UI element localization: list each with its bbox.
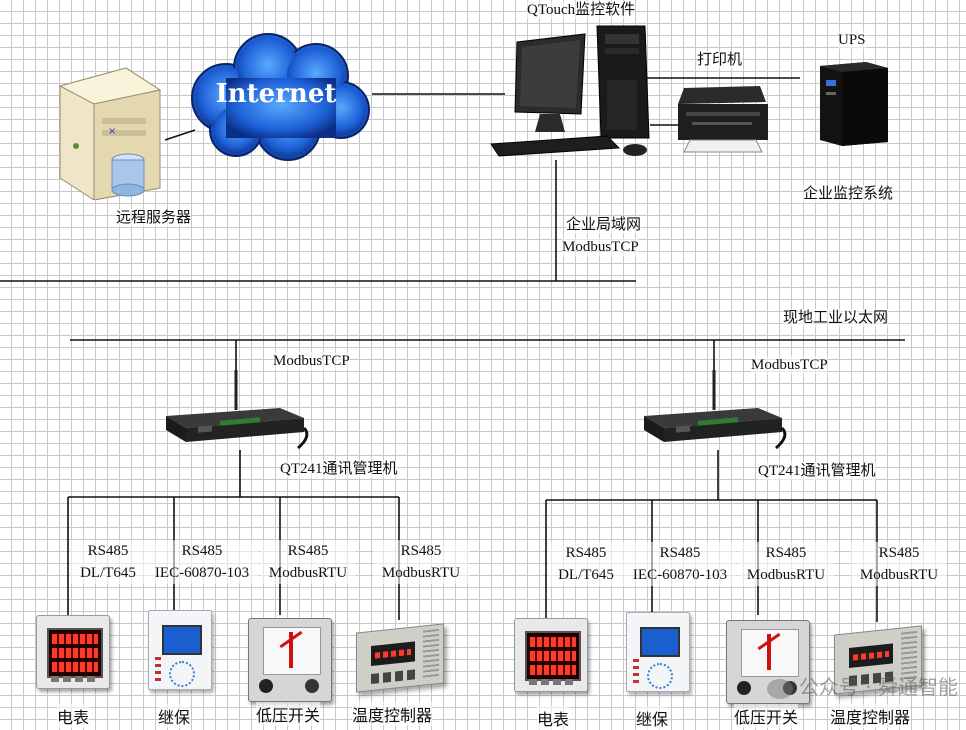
power-meter-icon — [514, 618, 588, 692]
computer-icon — [490, 25, 650, 157]
group2-device4-label: 温度控制器 — [830, 704, 911, 728]
svg-text:×: × — [108, 126, 116, 137]
group1-branch1-protocols: RS485 DL/T645 — [70, 540, 146, 584]
watermark: 公众号 · 舜通智能 — [766, 671, 958, 700]
group1-device1-label: 电表 — [57, 704, 90, 728]
group2-device3-label: 低压开关 — [734, 704, 799, 728]
internet-label: Internet — [216, 79, 337, 109]
group2-branch2-protocols: RS485 IEC-60870-103 — [624, 542, 736, 586]
printer-label: 打印机 — [697, 51, 743, 69]
internet-cloud-icon: Internet — [191, 33, 370, 161]
group2-branch1-protocols: RS485 DL/T645 — [548, 542, 624, 586]
group1-device4-label: 温度控制器 — [352, 702, 433, 726]
group1-device2-label: 继保 — [158, 704, 191, 728]
watermark-text: 公众号 · 舜通智能 — [798, 675, 958, 699]
qtouch-label: QTouch监控软件 — [527, 1, 636, 19]
server-icon: × — [58, 67, 162, 200]
group1-branch4-protocols: RS485 ModbusRTU — [373, 540, 469, 584]
switch-controller-icon — [726, 620, 810, 704]
gateway-device-icon-2 — [644, 370, 787, 450]
gateway-device-icon-1 — [166, 370, 309, 450]
protection-relay-icon — [626, 612, 690, 692]
group2-uplink-protocol: ModbusTCP — [751, 356, 828, 374]
group2-manager-label: QT241通讯管理机 — [758, 462, 876, 480]
wechat-icon — [766, 678, 793, 699]
group2-device1-label: 电表 — [537, 706, 570, 730]
printer-icon — [678, 86, 768, 153]
group2-branch4-protocols: RS485 ModbusRTU — [851, 542, 947, 586]
group1-branch3-protocols: RS485 ModbusRTU — [260, 540, 356, 584]
ups-icon — [820, 62, 888, 146]
lan-protocol-label: ModbusTCP — [562, 238, 639, 256]
protection-relay-icon — [148, 610, 212, 690]
group1-manager-label: QT241通讯管理机 — [280, 460, 398, 478]
lan-label: 企业局域网 — [566, 216, 642, 234]
group2-device2-label: 继保 — [636, 706, 669, 730]
temperature-controller-icon — [356, 623, 444, 693]
group1-uplink-protocol: ModbusTCP — [273, 352, 350, 370]
field-network-label: 现地工业以太网 — [783, 309, 889, 327]
group1-device3-label: 低压开关 — [256, 702, 321, 726]
enterprise-system-label: 企业监控系统 — [803, 185, 894, 203]
ups-label: UPS — [838, 31, 866, 49]
power-meter-icon — [36, 615, 110, 689]
remote-server-label: 远程服务器 — [116, 209, 192, 227]
switch-controller-icon — [248, 618, 332, 702]
group2-branch3-protocols: RS485 ModbusRTU — [738, 542, 834, 586]
group1-branch2-protocols: RS485 IEC-60870-103 — [146, 540, 258, 584]
